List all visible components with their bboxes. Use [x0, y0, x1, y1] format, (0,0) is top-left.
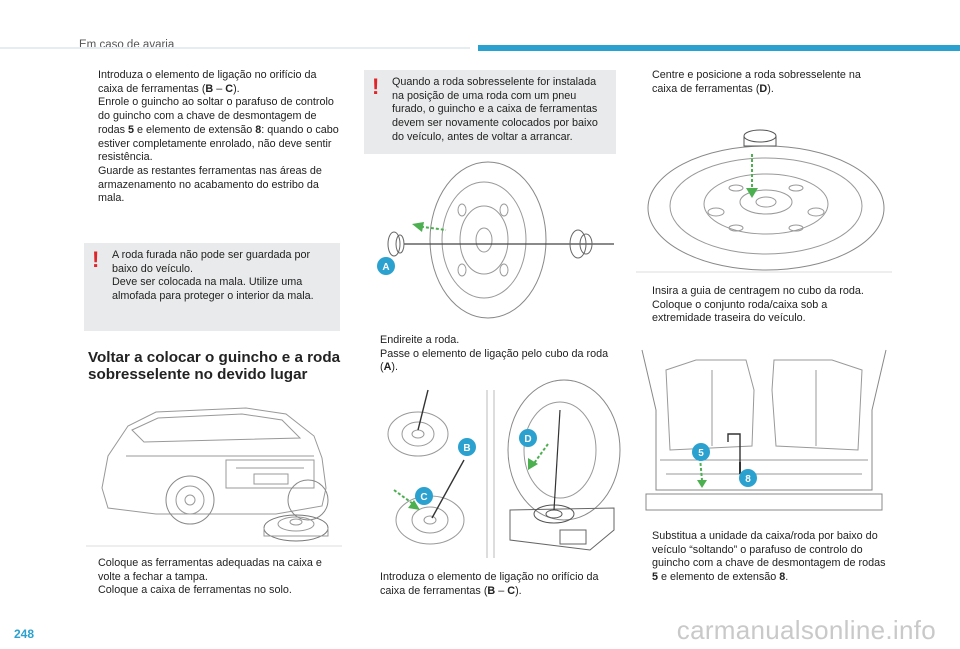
warning-text-line1: A roda furada não pode ser guardada por … [112, 249, 311, 275]
bullet-text: – [495, 584, 508, 597]
bullet-text: ). [515, 584, 522, 597]
col1-bottom-bullet-1: Coloque as ferramentas adequadas na caix… [84, 557, 344, 584]
callout-c: C [420, 492, 427, 503]
warning-text: Quando a roda sobresselente for instalad… [392, 76, 598, 143]
col3-top-bullet-1: Centre e posicione a roda sobresselente … [638, 69, 888, 96]
header-divider [0, 47, 470, 49]
heading-line-1: Voltar a colocar o guincho e a roda [88, 349, 341, 366]
trunk-winch-illustration: 5 8 [641, 349, 887, 511]
bold-reference: C [507, 584, 516, 597]
bold-reference: C [225, 82, 234, 95]
watermark: carmanualsonline.info [676, 615, 936, 645]
bullet-text: Insira a guia de centragem no cubo da ro… [652, 285, 864, 297]
col3-bottom-bullet-1: Substitua a unidade da caixa/roda por ba… [638, 530, 890, 585]
bullet-text: – [213, 82, 226, 95]
callout-d: D [524, 434, 531, 445]
col2-mid-bullet-1: Endireite a roda. [366, 334, 618, 348]
callout-b: B [463, 443, 470, 454]
col3-mid-bullet-2: Coloque o conjunto roda/caixa sob a extr… [638, 299, 888, 326]
warning-box-reinstall: ! Quando a roda sobresselente for instal… [364, 70, 616, 154]
callout-a: A [382, 262, 389, 273]
bold-reference: 8 [255, 123, 262, 136]
wheel-centering-illustration-D [636, 129, 892, 273]
bullet-text: : quando o cabo estiver completamente en… [98, 123, 339, 164]
bullet-text: Guarde as restantes ferramentas nas área… [98, 164, 322, 205]
wheel-hub-illustration-A: A [377, 161, 614, 319]
bold-reference: 5 [652, 571, 659, 584]
bold-reference: B [205, 82, 214, 95]
header-accent-bar [478, 45, 960, 51]
page-number: 248 [14, 627, 35, 641]
bullet-text: ). [391, 361, 399, 374]
col2-mid-bullets: Endireite a roda. Passe o elemento de li… [366, 334, 618, 375]
col2-mid-bullet-2: Passe o elemento de ligação pelo cubo da… [366, 348, 618, 375]
bullet-text: ). [767, 82, 774, 95]
bold-reference: B [487, 584, 496, 597]
bullet-text: Endireite a roda. [380, 334, 460, 346]
toolbox-hole-illustration-BC: B C D [387, 379, 621, 558]
col1-bullet-2: Enrole o guincho ao soltar o parafuso de… [84, 96, 344, 165]
bold-reference: A [383, 361, 392, 374]
warning-icon: ! [372, 74, 380, 99]
warning-text-line2: Deve ser colocada na mala. Utilize uma a… [112, 276, 314, 303]
warning-icon: ! [92, 247, 100, 272]
heading-line-2: sobresselente no devido lugar [88, 366, 308, 383]
bullet-text: e elemento de extensão [658, 571, 780, 584]
col3-mid-bullet-1: Insira a guia de centragem no cubo da ro… [638, 285, 888, 299]
bullet-text: Passe o elemento de ligação pelo cubo da… [380, 347, 609, 374]
bullet-text: Introduza o elemento de ligação no orifí… [98, 69, 317, 95]
bullet-text: Centre e posicione a roda sobresselente … [652, 69, 861, 95]
section-title: Em caso de avaria [79, 39, 175, 51]
bullet-text: Coloque o conjunto roda/caixa sob a extr… [652, 298, 828, 325]
col2-bottom-bullets: Introduza o elemento de ligação no orifí… [366, 571, 618, 598]
bullet-text: Substitua a unidade da caixa/roda por ba… [652, 530, 886, 570]
car-rear-illustration [86, 407, 342, 547]
warning-box-spare-wheel: ! A roda furada não pode ser guardada po… [84, 243, 340, 331]
col3-mid-bullets: Insira a guia de centragem no cubo da ro… [638, 285, 888, 326]
bullet-text: ). [233, 82, 240, 95]
bold-reference: 5 [128, 123, 135, 136]
bullet-text: . [785, 571, 789, 584]
bullet-text: e elemento de extensão [134, 123, 256, 136]
bullet-text: Coloque a caixa de ferramentas no solo. [98, 584, 292, 597]
bullet-text: Introduza o elemento de ligação no orifí… [380, 571, 599, 597]
col1-bullet-3: Guarde as restantes ferramentas nas área… [84, 165, 344, 206]
bullet-text: Enrole o guincho ao soltar o parafuso de… [98, 96, 334, 136]
col1-bottom-bullets: Coloque as ferramentas adequadas na caix… [84, 557, 344, 598]
col1-bottom-bullet-2: Coloque a caixa de ferramentas no solo. [84, 584, 344, 598]
bullet-text: Coloque as ferramentas adequadas na caix… [98, 557, 322, 583]
col1-bullet-1: Introduza o elemento de ligação no orifí… [84, 69, 344, 96]
col3-bottom-bullets: Substitua a unidade da caixa/roda por ba… [638, 530, 890, 585]
bold-reference: D [759, 82, 768, 95]
col3-top-bullets: Centre e posicione a roda sobresselente … [638, 69, 888, 96]
section-heading: Voltar a colocar o guincho e a roda sobr… [88, 349, 348, 383]
col2-bottom-bullet-1: Introduza o elemento de ligação no orifí… [366, 571, 618, 598]
callout-5: 5 [698, 448, 704, 459]
col1-bullets: Introduza o elemento de ligação no orifí… [84, 69, 344, 206]
bold-reference: 8 [779, 571, 786, 584]
callout-8: 8 [745, 474, 751, 485]
